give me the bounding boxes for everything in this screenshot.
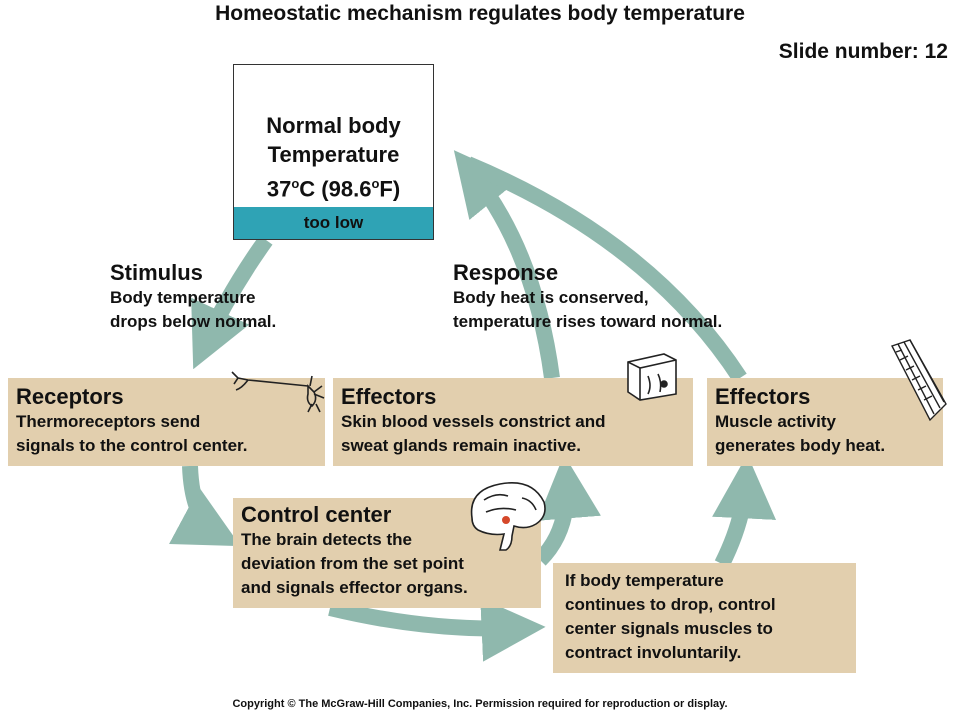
control-center-heading: Control center	[241, 502, 392, 527]
skin-section-icon	[627, 353, 677, 401]
stimulus-heading: Stimulus	[110, 260, 203, 285]
response-block: Response Body heat is conserved, tempera…	[453, 260, 723, 331]
arrow-to-skin-effectors	[534, 454, 601, 566]
stimulus-block: Stimulus Body temperature drops below no…	[110, 260, 277, 331]
status-bar-too-low: too low	[234, 207, 433, 239]
neuron-icon	[231, 371, 325, 413]
receptors-heading: Receptors	[16, 384, 124, 409]
slide-number: Slide number: 12	[778, 40, 948, 63]
page-title: Homeostatic mechanism regulates body tem…	[215, 2, 745, 25]
continues-box: If body temperature continues to drop, c…	[553, 563, 856, 673]
skin-effectors-box: Effectors Skin blood vessels constrict a…	[333, 378, 693, 466]
receptors-box: Receptors Thermoreceptors send signals t…	[8, 378, 325, 466]
arrow-muscle-to-normal	[464, 156, 747, 383]
arrow-to-muscle-effectors	[712, 454, 777, 568]
brain-icon	[470, 482, 546, 551]
response-heading: Response	[453, 260, 559, 285]
muscle-effectors-heading: Effectors	[715, 384, 811, 409]
arrow-to-receptors	[191, 235, 273, 370]
arrow-to-continues-box	[328, 597, 546, 662]
muscle-fibers-icon	[891, 339, 947, 422]
copyright-notice: Copyright © The McGraw-Hill Companies, I…	[232, 698, 728, 710]
arrow-skin-to-normal	[453, 150, 560, 380]
skin-effectors-heading: Effectors	[341, 384, 437, 409]
muscle-effectors-box: Effectors Muscle activity generates body…	[707, 378, 943, 466]
normal-temperature-text: Normal body Temperature 37oC (98.6oF)	[266, 113, 401, 202]
normal-temperature-box: Normal body Temperature 37oC (98.6oF) to…	[233, 64, 434, 240]
arrow-to-control-center	[169, 465, 241, 547]
